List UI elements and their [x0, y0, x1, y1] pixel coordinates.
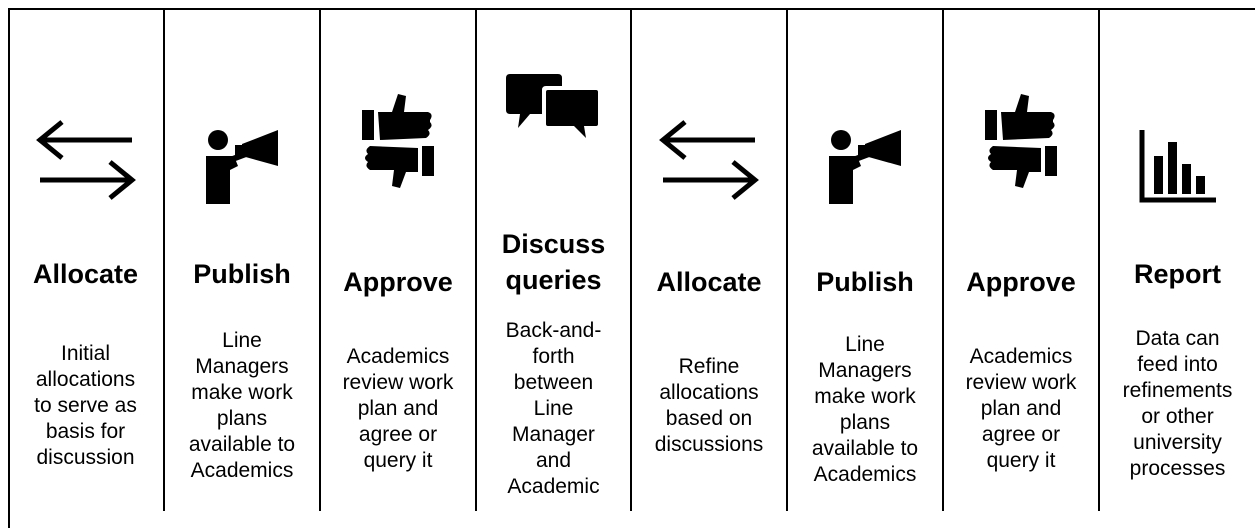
- exchange-arrows-icon: [8, 120, 163, 200]
- step-description: Refine allocations based on discussions: [654, 355, 764, 456]
- step-approve: Approve Academics review work plan and a…: [321, 8, 477, 511]
- step-title: Publish: [816, 267, 914, 297]
- step-publish-2: Publish Line Managers make work plans av…: [788, 8, 944, 511]
- step-description: Line Managers make work plans available …: [188, 329, 296, 482]
- step-title: Allocate: [656, 267, 762, 297]
- megaphone-person-icon: [165, 126, 319, 206]
- step-title: Allocate: [32, 259, 139, 289]
- step-publish: Publish Line Managers make work plans av…: [165, 8, 321, 511]
- thumbs-up-down-icon: [944, 90, 1098, 190]
- step-description: Line Managers make work plans available …: [811, 333, 919, 486]
- step-report: Report Data can feed into refinements or…: [1100, 8, 1255, 511]
- megaphone-person-icon: [788, 126, 942, 206]
- step-description: Initial allocations to serve as basis fo…: [34, 342, 137, 469]
- step-description: Academics review work plan and agree or …: [342, 345, 454, 472]
- step-title: Approve: [343, 267, 453, 297]
- step-description: Data can feed into refinements or other …: [1122, 327, 1233, 480]
- step-description: Academics review work plan and agree or …: [965, 345, 1077, 472]
- step-title: Publish: [193, 259, 291, 289]
- step-title: Approve: [966, 267, 1076, 297]
- step-approve-2: Approve Academics review work plan and a…: [944, 8, 1100, 511]
- step-allocate-refine: Allocate Refine allocations based on dis…: [632, 8, 788, 511]
- step-allocate-initial: Allocate Initial allocations to serve as…: [8, 8, 165, 511]
- bar-chart-icon: [1100, 128, 1255, 204]
- speech-bubbles-icon: [477, 70, 630, 140]
- step-description: Back-and- forth between Line Manager and…: [505, 319, 602, 498]
- step-discuss-queries: Discuss queries Back-and- forth between …: [477, 8, 632, 511]
- thumbs-up-down-icon: [321, 90, 475, 190]
- step-title: Report: [1134, 259, 1221, 289]
- step-title: Discuss queries: [501, 229, 606, 295]
- exchange-arrows-icon: [632, 120, 786, 200]
